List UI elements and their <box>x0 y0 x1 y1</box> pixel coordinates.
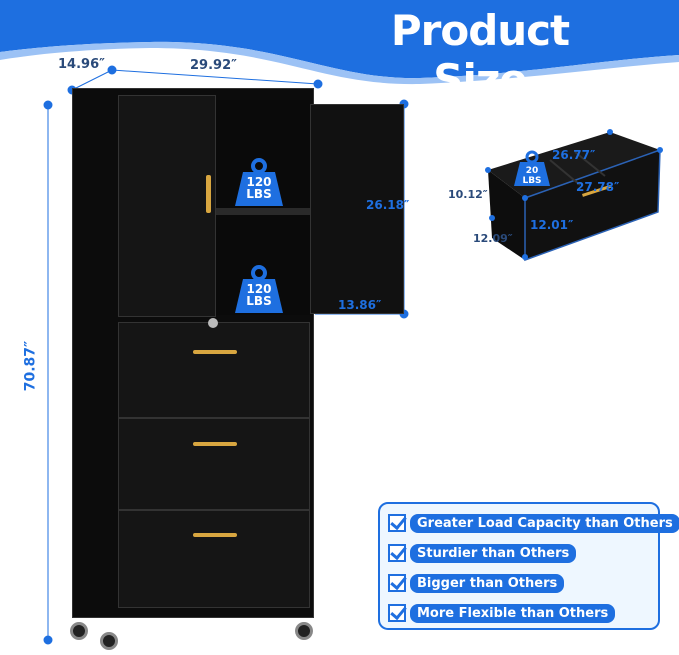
feature-item: Greater Load Capacity than Others <box>388 511 679 535</box>
drawer-outer-width-label: 27.78″ <box>576 180 620 194</box>
checkbox-checked-icon <box>388 514 406 532</box>
caster-wheel <box>70 622 88 640</box>
header-wave <box>0 0 679 85</box>
width-label: 29.92″ <box>190 58 237 73</box>
door-width-label: 13.86″ <box>338 298 382 312</box>
caster-wheel <box>295 622 313 640</box>
feature-item: More Flexible than Others <box>388 601 616 625</box>
page-title: Product Size <box>390 6 570 104</box>
drawer-illustration <box>485 129 663 262</box>
drawer-3[interactable] <box>118 510 310 608</box>
drawer-depth-label: 12.09″ <box>473 232 513 245</box>
feature-item: Bigger than Others <box>388 571 565 595</box>
drawer-1[interactable] <box>118 322 310 418</box>
checkbox-checked-icon <box>388 544 406 562</box>
checkbox-checked-icon <box>388 604 406 622</box>
weight-icon <box>235 172 283 206</box>
features-checklist: Greater Load Capacity than Others Sturdi… <box>378 502 679 630</box>
drawer-handle <box>193 533 237 537</box>
door-handle <box>206 175 211 213</box>
drawer-back-height-label: 10.12″ <box>448 188 488 201</box>
weight-icon <box>235 279 283 313</box>
caster-wheel <box>100 632 118 650</box>
checkbox-checked-icon <box>388 574 406 592</box>
feature-item: Sturdier than Others <box>388 541 577 565</box>
right-door-open[interactable] <box>310 104 404 314</box>
height-label: 70.87″ <box>22 340 39 392</box>
door-height-label: 26.18″ <box>366 198 410 212</box>
lock-icon <box>208 318 218 328</box>
drawer-front-height-label: 12.01″ <box>530 218 574 232</box>
drawer-handle <box>193 350 237 354</box>
shelf <box>216 208 310 215</box>
drawer-handle <box>193 442 237 446</box>
drawer-2[interactable] <box>118 418 310 510</box>
depth-label: 14.96″ <box>58 57 105 72</box>
weight-icon <box>514 150 550 186</box>
drawer-inner-width-label: 26.77″ <box>552 148 596 162</box>
left-door[interactable] <box>118 95 216 317</box>
